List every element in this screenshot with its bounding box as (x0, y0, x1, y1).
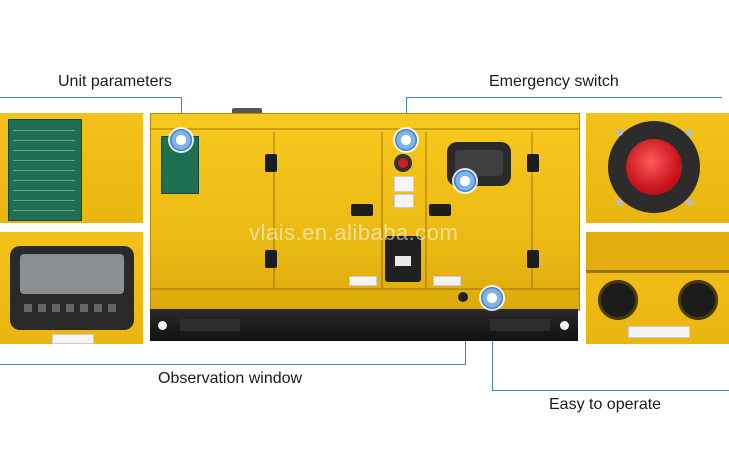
lifting-hole (158, 321, 167, 330)
detail-panel-forklift-slots (586, 232, 729, 344)
lifting-hole (560, 321, 569, 330)
leader-line-unit-parameters-h (0, 97, 181, 98)
controller-display (20, 254, 124, 294)
controller-buttons (24, 304, 120, 312)
leader-line-operate-h (492, 390, 729, 391)
label-emergency-switch: Emergency switch (489, 73, 619, 90)
leader-line-observation-h (0, 364, 466, 365)
door-hinge (265, 250, 277, 268)
door-lock (351, 204, 373, 216)
exhaust-cap (232, 108, 262, 114)
forklift-slot-left (598, 280, 638, 320)
forklift-slot-right (678, 280, 718, 320)
warning-sticker (394, 194, 414, 208)
controller-bezel (10, 246, 134, 330)
leader-line-emergency-h (406, 97, 722, 98)
parameter-plate (8, 119, 82, 221)
warning-sticker (349, 276, 377, 286)
enclosure-emergency-stop (394, 154, 412, 172)
detail-panel-control-screen (0, 232, 143, 344)
warning-sticker (433, 276, 461, 286)
warning-sticker (628, 326, 690, 338)
warning-sticker (52, 334, 94, 344)
access-hole (458, 292, 468, 302)
screw-icon (686, 129, 693, 136)
screw-icon (616, 129, 623, 136)
marker-observation-window (454, 170, 476, 192)
emergency-stop-button (626, 139, 682, 195)
marker-easy-to-operate (481, 287, 503, 309)
control-box (385, 236, 421, 282)
generator-base (150, 309, 578, 341)
label-easy-to-operate: Easy to operate (549, 396, 662, 413)
watermark: vlais.en.alibaba.com (249, 220, 459, 245)
door-hinge (265, 154, 277, 172)
screw-icon (686, 199, 693, 206)
door-hinge (527, 154, 539, 172)
label-unit-parameters: Unit parameters (58, 73, 172, 90)
marker-emergency-switch (395, 129, 417, 151)
marker-unit-parameters (170, 129, 192, 151)
door-hinge (527, 250, 539, 268)
label-observation-window: Observation window (158, 370, 303, 387)
detail-panel-parameter-plate (0, 113, 143, 223)
screw-icon (616, 199, 623, 206)
door-lock (429, 204, 451, 216)
leader-line-operate-v (492, 298, 493, 390)
generator-enclosure: vlais.en.alibaba.com (150, 113, 580, 311)
warning-sticker (394, 176, 414, 192)
detail-panel-emergency-stop (586, 113, 729, 223)
